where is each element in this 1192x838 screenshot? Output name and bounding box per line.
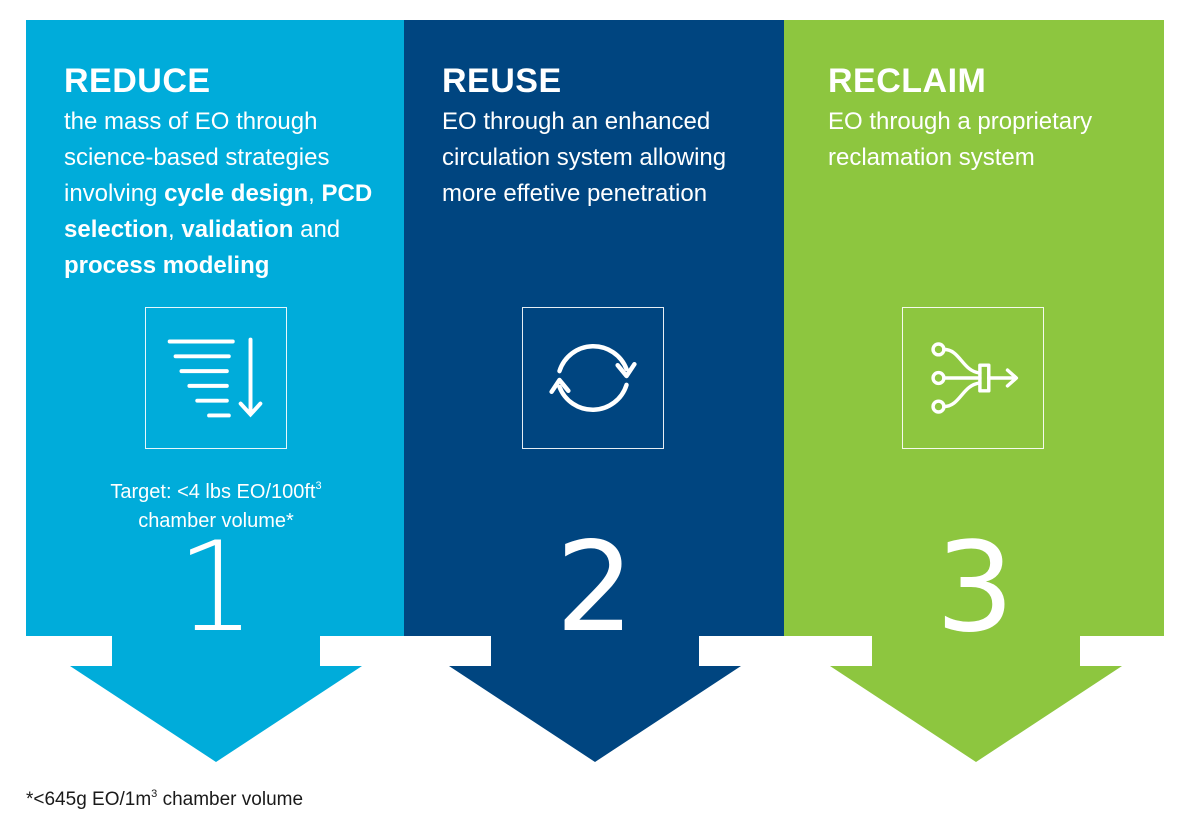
footnote-superscript: 3: [151, 788, 158, 800]
step-number-2: 2: [555, 526, 635, 636]
reduce-down-arrow: [70, 636, 362, 762]
reduce-desc-bold-validation: validation: [181, 216, 294, 243]
footnote-text: *<645g EO/1m: [26, 789, 152, 810]
reduce-desc-comma: ,: [168, 216, 182, 243]
reuse-panel: REUSE EO through an enhanced circulation…: [404, 20, 784, 636]
reduce-description: the mass of EO through science-based str…: [64, 104, 384, 284]
reduce-desc-comma: ,: [308, 180, 322, 207]
reduce-desc-bold-cycle-design: cycle design: [164, 180, 309, 207]
reuse-title: REUSE: [442, 62, 562, 100]
step-number-3: 3: [935, 526, 1015, 636]
reuse-down-arrow: [449, 636, 741, 762]
footnote-text-after: chamber volume: [157, 789, 304, 810]
filter-sort-descending-icon: [145, 307, 287, 449]
reclaim-title: RECLAIM: [828, 62, 987, 100]
reduce-desc-bold-process-modeling: process modeling: [64, 252, 270, 279]
target-chamber-volume: chamber volume*: [138, 510, 294, 532]
recycle-circular-arrows-icon: [522, 307, 664, 449]
reuse-description: EO through an enhanced circulation syste…: [442, 108, 727, 207]
reduce-target: Target: <4 lbs EO/100ft3 chamber volume*: [76, 472, 356, 536]
reduce-title: REDUCE: [64, 62, 211, 100]
target-text: Target: <4 lbs EO/100ft: [110, 481, 316, 503]
target-superscript: 3: [315, 480, 322, 492]
reduce-panel: REDUCE the mass of EO through science-ba…: [26, 20, 404, 636]
reduce-desc-text: the mass of EO through science-based str…: [64, 108, 330, 207]
reclaim-panel: RECLAIM EO through a proprietary reclama…: [784, 20, 1164, 636]
step-number-1: 1: [176, 526, 256, 636]
reduce-desc-bold-pcd: PCD selection: [64, 180, 373, 243]
footnote: *<645g EO/1m3 chamber volume: [26, 788, 303, 811]
branching-merge-arrow-icon: [902, 307, 1044, 449]
reclaim-down-arrow: [830, 636, 1122, 762]
reduce-desc-and: and: [293, 216, 341, 243]
reclaim-description: EO through a proprietary reclamation sys…: [828, 108, 1093, 171]
